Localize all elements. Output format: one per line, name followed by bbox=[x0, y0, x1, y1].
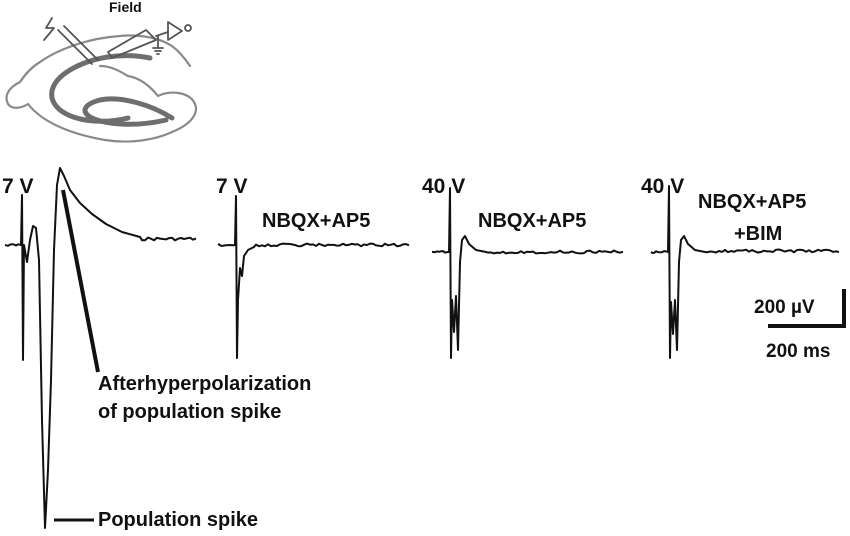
panel-3-condition-label: NBQX+AP5 bbox=[478, 210, 587, 232]
panel-2-stimulus-label: 7 V bbox=[216, 175, 248, 198]
stim-electrode-b bbox=[63, 25, 99, 61]
lightning-bolt-icon bbox=[43, 17, 55, 41]
inset-label: Field bbox=[109, 0, 142, 15]
trace-panel-3 bbox=[431, 187, 624, 359]
panel-1-stimulus-label: 7 V bbox=[2, 175, 34, 198]
recording-pipette-icon bbox=[107, 29, 157, 59]
amplitude-scale-label: 200 µV bbox=[754, 297, 815, 318]
slice-upper-edge bbox=[38, 34, 192, 68]
panel-4-condition-label-2: +BIM bbox=[734, 223, 783, 245]
electrode-icon bbox=[43, 17, 192, 65]
ahp-annotation-line-1: Afterhyperpolarization bbox=[98, 373, 312, 395]
panel-3-stimulus-label: 40 V bbox=[422, 175, 466, 198]
time-scale-label: 200 ms bbox=[766, 341, 831, 362]
field-potential-traces bbox=[4, 167, 840, 529]
pop-spike-annotation: Population spike bbox=[98, 509, 259, 531]
trace-panel-4 bbox=[650, 185, 840, 359]
trace-panel-1 bbox=[4, 167, 197, 529]
hippocampus-slice-icon bbox=[5, 34, 198, 143]
output-terminal-icon bbox=[184, 24, 192, 32]
ahp-annotation-line-2: of population spike bbox=[98, 401, 282, 423]
stim-electrode-a bbox=[57, 29, 93, 65]
panel-2-condition-label: NBQX+AP5 bbox=[262, 210, 371, 232]
panel-4-condition-label: NBQX+AP5 bbox=[698, 191, 807, 213]
amplifier-icon bbox=[167, 21, 183, 41]
slice-outline bbox=[5, 60, 198, 143]
granule-cell-layer bbox=[82, 96, 175, 127]
trace-panel-2 bbox=[217, 195, 410, 359]
ahp-pointer-line bbox=[61, 189, 100, 373]
panel-4-stimulus-label: 40 V bbox=[641, 175, 685, 198]
